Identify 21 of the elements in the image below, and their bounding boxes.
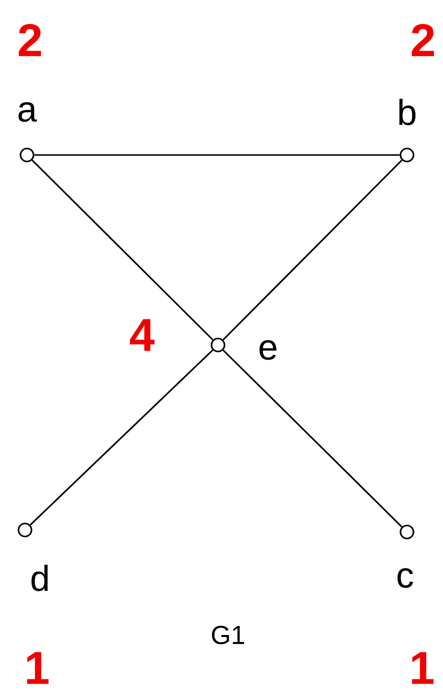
vertex (20, 148, 34, 162)
vertex-label: d (32, 564, 48, 592)
edge-line (34, 154, 400, 156)
vertex-label: a (18, 102, 37, 122)
degree-number: 4 (130, 319, 155, 351)
degree-number: 1 (27, 652, 49, 684)
vertex (400, 524, 414, 540)
degree-number: 1 (412, 652, 434, 684)
edge-line (222, 160, 402, 340)
vertex (400, 148, 414, 162)
vertex (18, 522, 32, 538)
vertex (210, 338, 226, 352)
edge-line (32, 160, 214, 340)
degree-number: 2 (412, 24, 434, 56)
degree-number: 2 (18, 24, 41, 56)
edge-line (30, 349, 214, 526)
edge-line (222, 350, 402, 528)
graph-caption: G1 (212, 626, 244, 644)
vertex-label: b (399, 98, 416, 126)
vertex-label: c (398, 568, 414, 588)
vertex-label: e (260, 340, 276, 360)
